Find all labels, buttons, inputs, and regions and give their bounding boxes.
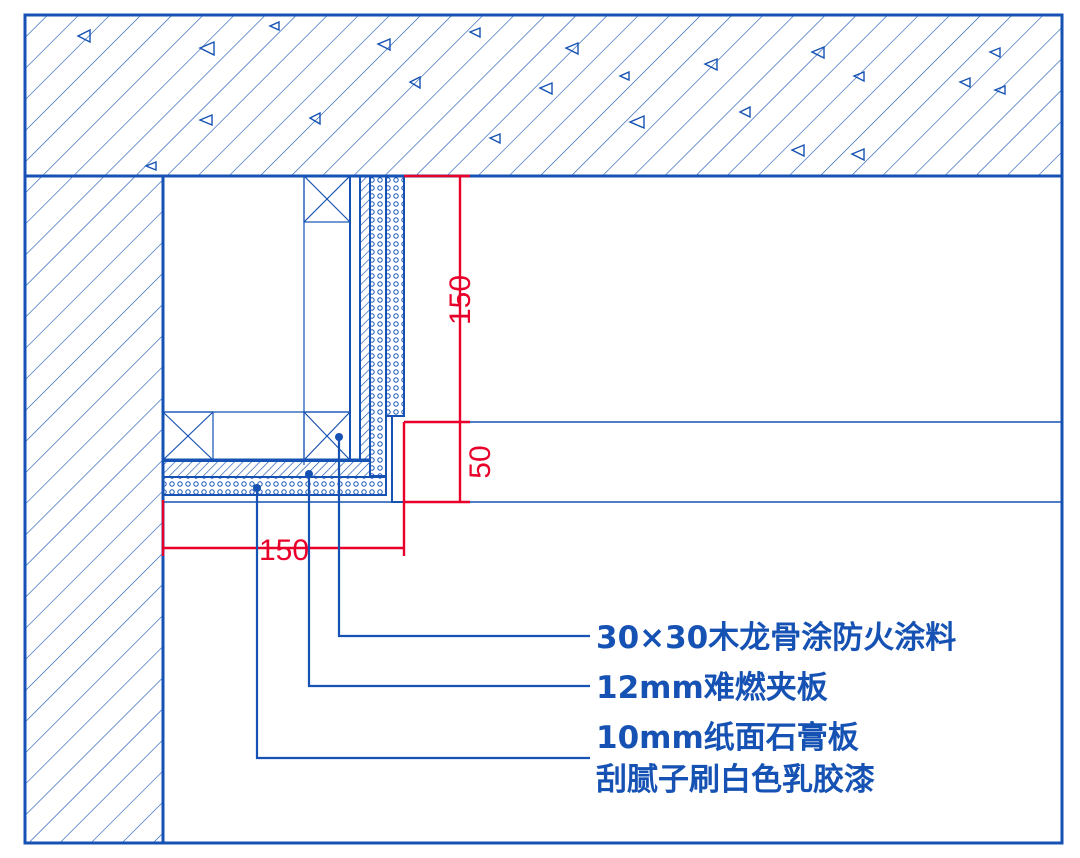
note-paint-finish: 刮腻子刷白色乳胶漆 — [596, 762, 875, 798]
aggregate-triangles — [76, 20, 1006, 172]
dimension-lines — [161, 174, 470, 556]
leader-dots — [253, 433, 343, 492]
leader-lines — [255, 437, 590, 760]
vertical-board-layers — [349, 175, 405, 477]
note-timber-keel: 30×30木龙骨涂防火涂料 — [596, 620, 956, 656]
note-plywood: 12mm难燃夹板 — [596, 670, 828, 706]
dim-horizontal: 150 — [259, 534, 309, 567]
timber-framing — [162, 175, 351, 465]
note-gypsum-board: 10mm纸面石膏板 — [596, 720, 859, 756]
concrete-slab — [25, 15, 1062, 178]
left-wall — [25, 176, 165, 843]
dim-vertical-upper: 150 — [444, 275, 477, 325]
horizontal-board-layers — [162, 458, 387, 496]
dim-vertical-lower: 50 — [464, 445, 497, 478]
ceiling-lines — [163, 415, 1062, 503]
